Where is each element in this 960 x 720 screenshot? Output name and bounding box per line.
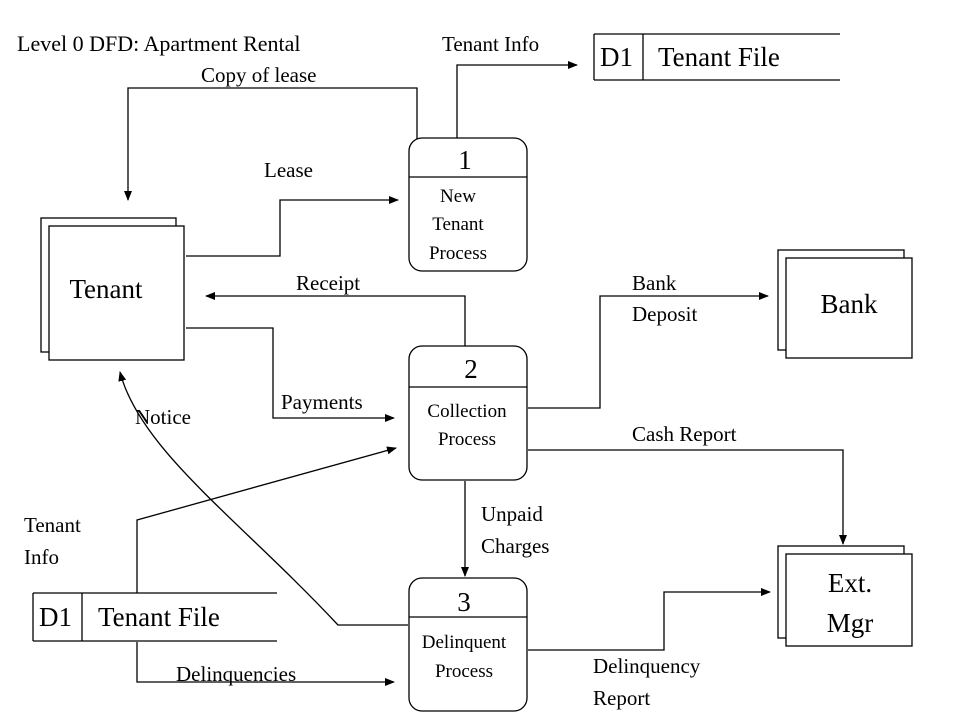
flow-lease bbox=[186, 196, 399, 257]
flow-delinquencies bbox=[136, 642, 395, 686]
label-lease: Lease bbox=[264, 158, 313, 182]
label-delinquency-report-1: Delinquency bbox=[593, 654, 701, 678]
entity-bank-label: Bank bbox=[821, 289, 878, 319]
flow-notice bbox=[118, 371, 408, 626]
process-1-number: 1 bbox=[458, 145, 472, 175]
store-tenant-file-top: D1 Tenant File bbox=[593, 33, 840, 81]
process-2-number: 2 bbox=[464, 354, 478, 384]
flow-payments bbox=[186, 327, 395, 422]
label-unpaid-charges-1: Unpaid bbox=[481, 502, 543, 526]
process-3-label-1: Delinquent bbox=[422, 632, 507, 653]
flow-tenant-info-top bbox=[456, 61, 578, 140]
flow-cash-report bbox=[528, 449, 847, 545]
process-3: 3 Delinquent Process bbox=[408, 577, 528, 712]
store-bottom-name: Tenant File bbox=[98, 602, 220, 632]
store-bottom-id: D1 bbox=[39, 602, 72, 632]
entity-tenant: Tenant bbox=[40, 217, 185, 361]
flow-bank-deposit bbox=[528, 292, 769, 409]
process-1: 1 New Tenant Process bbox=[408, 137, 528, 272]
label-notice: Notice bbox=[135, 405, 191, 429]
flow-receipt bbox=[205, 292, 466, 346]
label-tenant-info-top: Tenant Info bbox=[442, 32, 539, 56]
store-tenant-file-bottom: D1 Tenant File bbox=[32, 592, 277, 642]
label-payments: Payments bbox=[281, 390, 363, 414]
entity-bank: Bank bbox=[777, 249, 913, 359]
store-top-id: D1 bbox=[600, 42, 633, 72]
label-tenant-info-left-2: Info bbox=[24, 545, 59, 569]
label-bank-deposit-1: Bank bbox=[632, 271, 677, 295]
label-unpaid-charges-2: Charges bbox=[481, 534, 549, 558]
process-2-label-1: Collection bbox=[427, 401, 507, 422]
process-3-number: 3 bbox=[457, 587, 471, 617]
process-1-label-3: Process bbox=[429, 243, 487, 264]
process-2: 2 Collection Process bbox=[408, 345, 528, 481]
entity-ext-mgr-label-2: Mgr bbox=[827, 608, 874, 638]
process-2-label-2: Process bbox=[438, 429, 496, 450]
process-1-label-2: Tenant bbox=[432, 214, 484, 235]
entity-tenant-label: Tenant bbox=[69, 274, 143, 304]
flow-tenant-info-left bbox=[136, 446, 397, 593]
label-delinquency-report-2: Report bbox=[593, 686, 650, 710]
entity-ext-mgr-label-1: Ext. bbox=[828, 568, 872, 598]
label-bank-deposit-2: Deposit bbox=[632, 302, 697, 326]
store-top-name: Tenant File bbox=[658, 42, 780, 72]
process-3-label-2: Process bbox=[435, 661, 493, 682]
flow-copy-of-lease bbox=[124, 87, 418, 201]
label-copy-of-lease: Copy of lease bbox=[201, 63, 316, 87]
process-1-label-1: New bbox=[440, 186, 476, 207]
label-delinquencies: Delinquencies bbox=[176, 662, 296, 686]
label-cash-report: Cash Report bbox=[632, 422, 737, 446]
label-tenant-info-left-1: Tenant bbox=[24, 513, 81, 537]
flow-delinquency-report bbox=[528, 588, 771, 651]
label-receipt: Receipt bbox=[296, 271, 360, 295]
entity-ext-mgr: Ext. Mgr bbox=[777, 545, 913, 647]
diagram-title: Level 0 DFD: Apartment Rental bbox=[17, 31, 301, 56]
